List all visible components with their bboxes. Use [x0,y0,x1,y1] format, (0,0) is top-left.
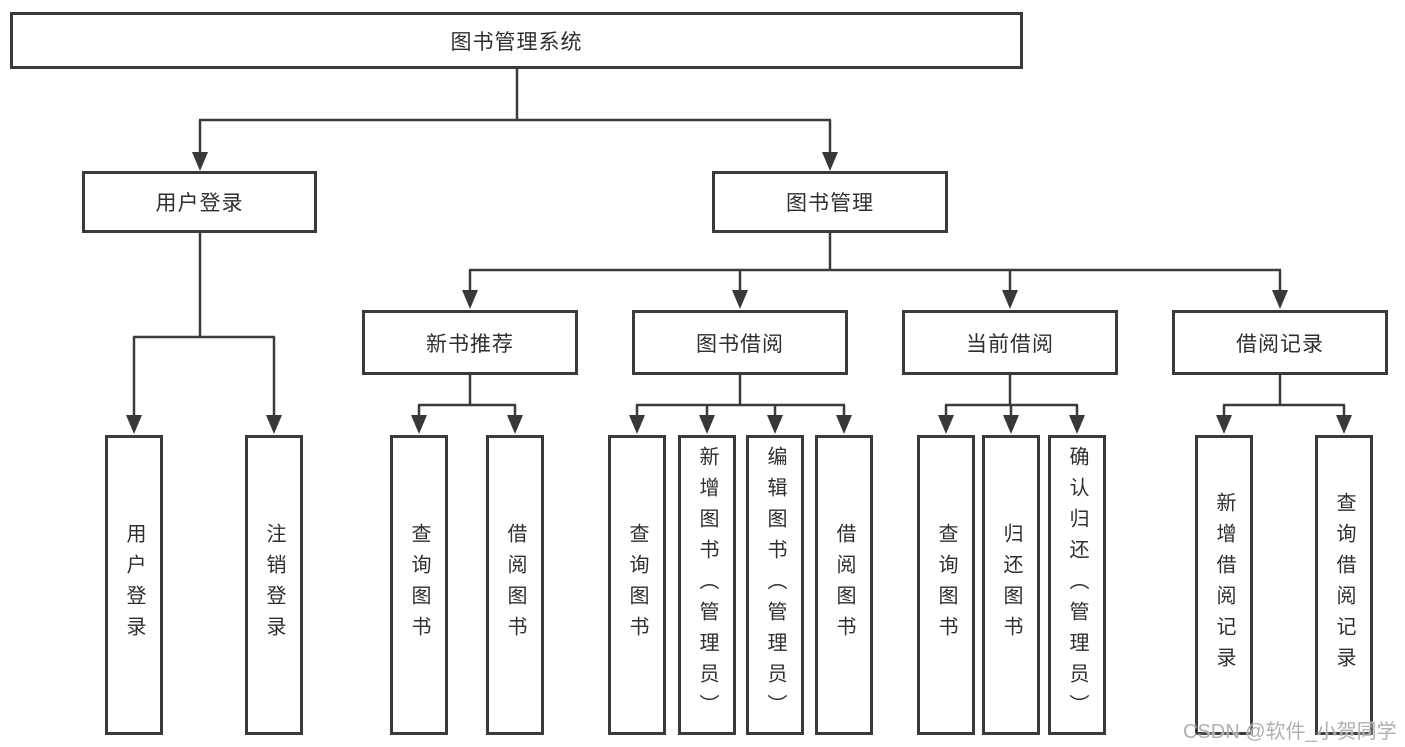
leaf-add-books-admin-label: 新增图书（管理员） [696,445,718,725]
leaf-logout: 注销登录 [245,435,303,735]
node-current-borrow: 当前借阅 [902,310,1118,375]
leaf-add-books-admin: 新增图书（管理员） [678,435,736,735]
node-root-system: 图书管理系统 [10,12,1023,69]
leaf-user-login: 用户登录 [105,435,163,735]
node-book-management-label: 图书管理 [786,192,874,215]
connector-current-borrow-to-leaves [938,375,1085,434]
leaf-borrow-books-2: 借阅图书 [815,435,873,735]
leaf-logout-label: 注销登录 [263,523,285,647]
leaf-query-books-2-label: 查询图书 [626,523,648,647]
leaf-user-login-label: 用户登录 [123,523,145,647]
leaf-borrow-books-1: 借阅图书 [486,435,544,735]
leaf-confirm-return-admin-label: 确认归还（管理员） [1066,445,1088,725]
node-root-system-label: 图书管理系统 [450,30,583,54]
leaf-query-borrow-record: 查询借阅记录 [1315,435,1373,735]
leaf-query-borrow-record-label: 查询借阅记录 [1333,492,1355,678]
leaf-borrow-books-1-label: 借阅图书 [504,523,526,647]
connector-user-login-to-leaves [126,233,282,434]
leaf-return-books-label: 归还图书 [1000,523,1022,647]
leaf-confirm-return-admin: 确认归还（管理员） [1048,435,1106,735]
node-borrow-records: 借阅记录 [1172,310,1388,375]
leaf-add-borrow-record: 新增借阅记录 [1195,435,1253,735]
leaf-edit-books-admin: 编辑图书（管理员） [746,435,804,735]
connector-book-borrow-to-leaves [629,375,852,434]
node-user-login: 用户登录 [82,171,317,233]
connector-borrow-records-to-leaves [1216,375,1352,434]
node-book-borrow: 图书借阅 [632,310,848,375]
leaf-query-books-1: 查询图书 [390,435,448,735]
node-new-book-recommend: 新书推荐 [362,310,578,375]
node-current-borrow-label: 当前借阅 [966,332,1054,356]
connector-book-mgmt-to-level3 [462,233,1288,309]
node-borrow-records-label: 借阅记录 [1236,332,1324,356]
node-new-book-recommend-label: 新书推荐 [426,332,514,356]
connector-root-to-level2 [192,68,838,171]
node-book-management: 图书管理 [712,171,948,233]
csdn-watermark: CSDN @软件_小贺同学 [1183,721,1397,743]
leaf-edit-books-admin-label: 编辑图书（管理员） [764,445,786,725]
leaf-query-books-3-label: 查询图书 [935,523,957,647]
leaf-add-borrow-record-label: 新增借阅记录 [1213,492,1235,678]
leaf-borrow-books-2-label: 借阅图书 [833,523,855,647]
leaf-query-books-2: 查询图书 [608,435,666,735]
leaf-query-books-1-label: 查询图书 [408,523,430,647]
leaf-query-books-3: 查询图书 [917,435,975,735]
node-book-borrow-label: 图书借阅 [696,332,784,356]
node-user-login-label: 用户登录 [155,192,244,215]
connector-new-books-to-leaves [411,375,523,434]
leaf-return-books: 归还图书 [982,435,1040,735]
